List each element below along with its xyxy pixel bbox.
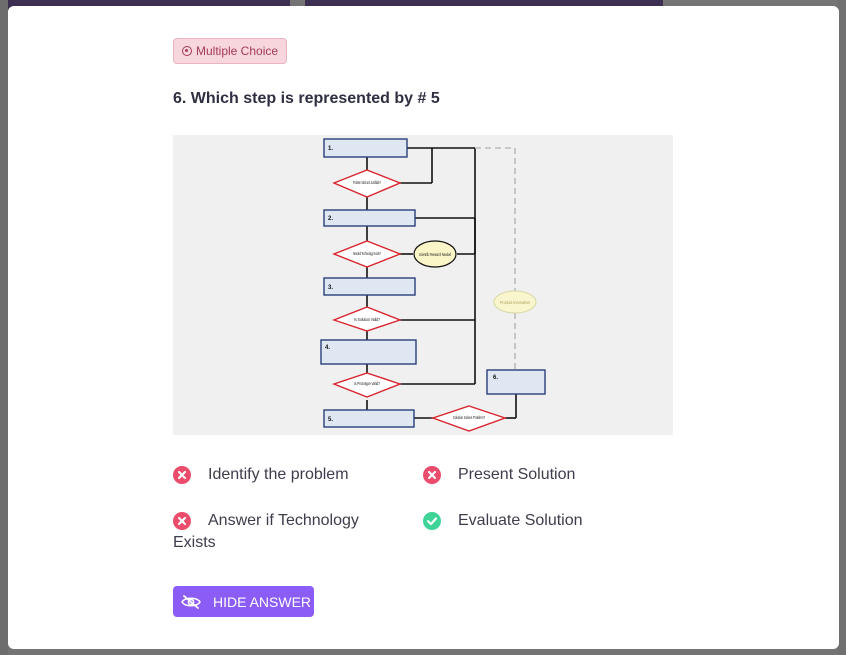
correct-check-icon bbox=[423, 512, 441, 530]
radio-icon bbox=[182, 46, 192, 56]
answer-option[interactable]: Evaluate Solution bbox=[423, 510, 583, 532]
answer-option-label: Answer if Technology Exists bbox=[173, 512, 359, 551]
eye-slash-icon bbox=[181, 594, 201, 609]
step-1-label: 1. bbox=[328, 146, 333, 152]
step-4-label: 4. bbox=[325, 345, 330, 351]
wrong-x-icon bbox=[173, 512, 191, 530]
step-5-label: 5. bbox=[328, 417, 333, 423]
question-modal: Multiple Choice 6. Which step is represe… bbox=[8, 6, 839, 649]
hide-answer-button[interactable]: HIDE ANSWER bbox=[173, 586, 314, 617]
answer-option-label: Identify the problem bbox=[208, 466, 349, 483]
badge-label: Multiple Choice bbox=[196, 44, 279, 58]
hide-answer-label: HIDE ANSWER bbox=[213, 593, 312, 610]
step-6-label: 6. bbox=[493, 375, 498, 381]
answer-option[interactable]: Identify the problem bbox=[173, 464, 349, 486]
question-text: 6. Which step is represented by # 5 bbox=[173, 90, 440, 107]
flowchart-diagram: 1. 2. 3. 4. 5. 6. Problem Valid and Just… bbox=[320, 138, 546, 432]
decision-4-label: Is Prototype Valid? bbox=[354, 381, 380, 386]
answer-option-label: Present Solution bbox=[458, 466, 576, 483]
decision-1-label: Problem Valid and Justifiable? bbox=[353, 180, 381, 185]
answer-option[interactable]: Present Solution bbox=[423, 464, 575, 486]
question-type-badge: Multiple Choice bbox=[173, 38, 288, 64]
answer-option[interactable]: Answer if Technology Exists bbox=[173, 510, 403, 554]
wrong-x-icon bbox=[423, 466, 441, 484]
question-image: 1. 2. 3. 4. 5. 6. Problem Valid and Just… bbox=[173, 135, 673, 435]
background-right bbox=[838, 0, 846, 655]
oval-innovation-label: Product Innovation bbox=[500, 300, 530, 305]
background-left bbox=[0, 0, 8, 655]
decision-5-label: Solution Solves Problem? bbox=[453, 415, 485, 420]
answer-option-label: Evaluate Solution bbox=[458, 512, 583, 529]
step-3-label: 3. bbox=[328, 285, 333, 291]
wrong-x-icon bbox=[173, 466, 191, 484]
background-header bbox=[0, 0, 290, 10]
step-2-label: 2. bbox=[328, 216, 333, 222]
decision-3-label: Is Solution Valid? bbox=[354, 317, 380, 322]
decision-2-label: Needed Technology Exists? bbox=[353, 251, 381, 256]
background-header bbox=[305, 0, 663, 10]
oval-research-label: Scientific Research Needed bbox=[419, 252, 451, 257]
